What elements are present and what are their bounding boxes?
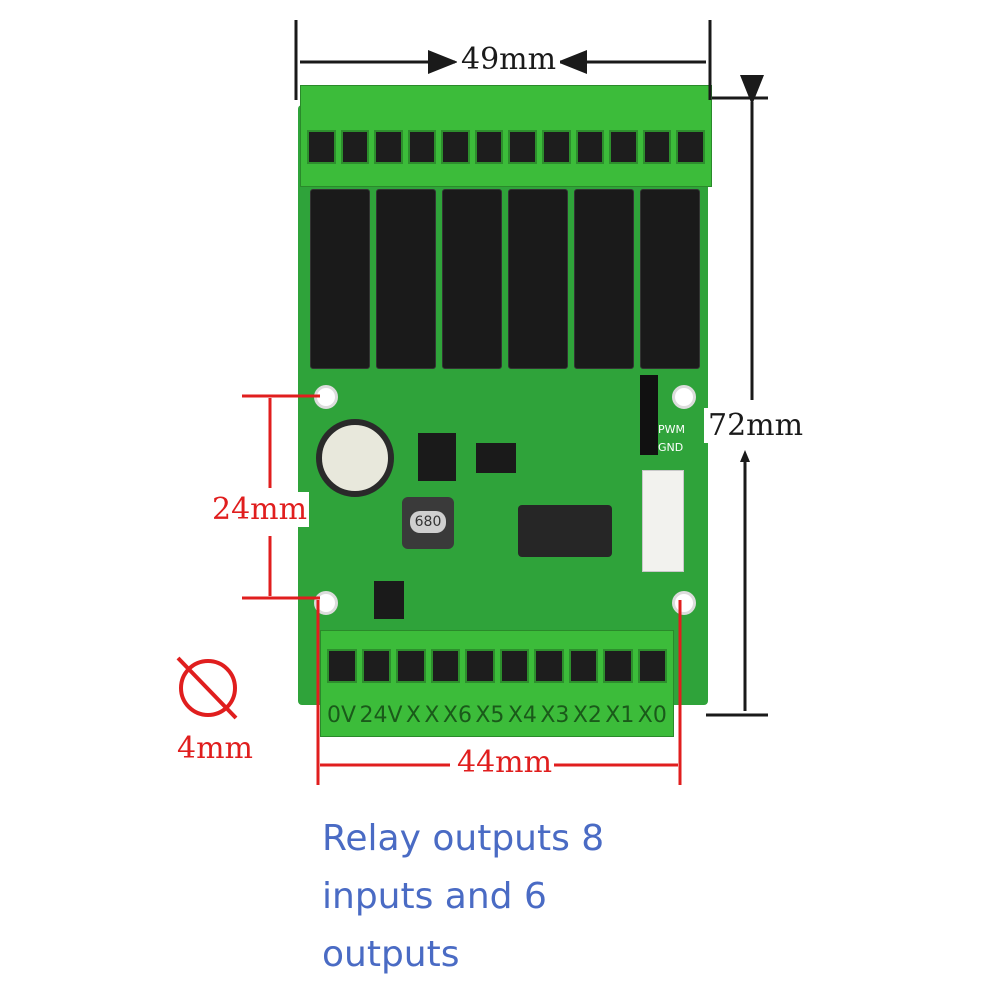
hole-spacing-vertical-label: 24mm	[210, 492, 310, 527]
inductor-marking: 680	[410, 511, 446, 533]
caption-line: inputs and 6	[322, 876, 547, 917]
terminal-label: X1	[605, 703, 635, 728]
caption-line: Relay outputs 8	[322, 818, 605, 859]
regulator-chip	[476, 443, 516, 473]
relay	[508, 189, 568, 369]
hole-spacing-horizontal-label: 44mm	[455, 745, 555, 780]
relay	[442, 189, 502, 369]
terminal-label: 0V	[327, 703, 357, 728]
terminal-label: 24V	[359, 703, 403, 728]
white-connector	[642, 470, 684, 572]
terminal-label: X2	[572, 703, 602, 728]
caption-line: outputs	[322, 934, 460, 975]
bottom-terminal-slots	[327, 649, 667, 683]
crystal-component	[518, 505, 612, 557]
hole-diameter-label: 4mm	[175, 731, 255, 766]
relay	[310, 189, 370, 369]
header-label-pwm: PWM	[658, 423, 686, 436]
terminal-label: X	[424, 703, 440, 728]
product-caption: Relay outputs 8 inputs and 6 outputs	[322, 810, 722, 984]
transistor	[374, 581, 404, 619]
terminal-label: X3	[540, 703, 570, 728]
plc-board-photo: 680 PWM GND 0V 24V X X X6 X5 X4 X3 X2 X1…	[290, 85, 720, 740]
terminal-label: X4	[507, 703, 537, 728]
inductor: 680	[402, 497, 454, 549]
mounting-hole	[672, 591, 696, 615]
relay	[574, 189, 634, 369]
hole-spacing-vertical-line	[242, 394, 320, 600]
hole-spacing-horizontal-line	[316, 600, 682, 785]
terminal-label: X0	[637, 703, 667, 728]
electrolytic-capacitor	[316, 419, 394, 497]
pin-header	[640, 375, 658, 455]
height-dimension-line	[706, 75, 768, 717]
diameter-icon	[176, 656, 238, 720]
terminal-label: X6	[442, 703, 472, 728]
bottom-terminal-block: 0V 24V X X X6 X5 X4 X3 X2 X1 X0	[320, 630, 674, 737]
relay	[376, 189, 436, 369]
terminal-label: X	[405, 703, 421, 728]
height-dimension-label: 72mm	[704, 408, 808, 443]
width-dimension-label: 49mm	[457, 42, 561, 77]
top-terminal-slots	[307, 130, 705, 164]
mounting-hole	[672, 385, 696, 409]
top-terminal-block	[300, 85, 712, 187]
width-dimension-line	[294, 20, 712, 100]
bottom-terminal-labels: 0V 24V X X X6 X5 X4 X3 X2 X1 X0	[327, 703, 667, 731]
terminal-label: X5	[475, 703, 505, 728]
ic-chip	[418, 433, 456, 481]
relay-row	[310, 189, 700, 369]
header-label-gnd: GND	[658, 441, 684, 454]
relay	[640, 189, 700, 369]
